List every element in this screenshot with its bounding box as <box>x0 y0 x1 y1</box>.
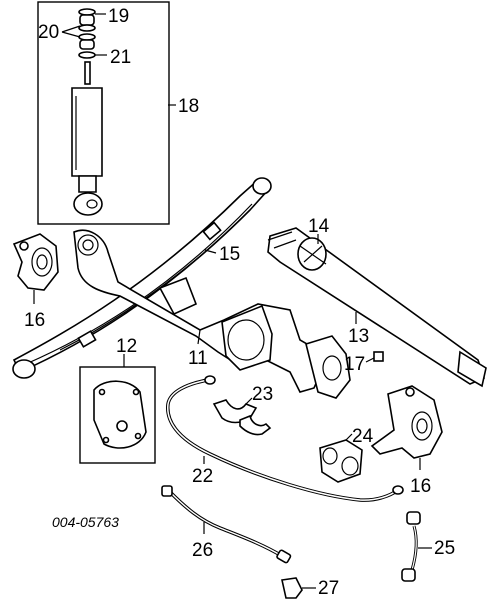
bushing-top <box>78 8 96 16</box>
diff-cover-inset <box>79 354 156 464</box>
callout-16-right: 16 <box>410 476 431 497</box>
bushing-lower <box>79 39 95 50</box>
callout-17: 17 <box>344 354 365 375</box>
inset-frame <box>37 1 170 225</box>
axle-housing <box>73 229 351 399</box>
callout-22: 22 <box>192 466 213 487</box>
washer-upper <box>78 24 96 32</box>
callout-19: 19 <box>108 6 129 27</box>
stabilizer-bracket <box>212 397 272 436</box>
stabilizer-link <box>401 511 432 582</box>
diagram-code: 004-05763 <box>52 514 119 530</box>
steering-knuckle-right <box>370 385 443 470</box>
callout-18: 18 <box>178 96 199 117</box>
callout-26: 26 <box>192 540 213 561</box>
callout-27: 27 <box>318 578 339 599</box>
washer-lower <box>78 33 96 41</box>
shock-rod-lower <box>78 175 97 193</box>
shock-stud <box>84 61 91 85</box>
spring-eye-front <box>12 359 36 379</box>
track-bar-bushing <box>319 433 363 483</box>
callout-24: 24 <box>352 426 374 447</box>
diff-cover <box>93 380 147 449</box>
callout-13: 13 <box>348 326 369 347</box>
callout-11: 11 <box>188 348 208 369</box>
shock-absorber-inset <box>37 1 176 225</box>
shock-body <box>71 87 103 177</box>
axle-shaft <box>267 227 487 388</box>
stabilizer-bar <box>166 375 404 502</box>
spring-eye-rear <box>252 177 272 195</box>
callout-12: 12 <box>116 336 137 357</box>
callout-25: 25 <box>434 538 455 559</box>
callout-21: 21 <box>110 47 131 68</box>
callout-23: 23 <box>252 384 273 405</box>
callout-16-left: 16 <box>24 310 45 331</box>
nut <box>281 577 316 599</box>
fitting <box>365 351 384 363</box>
callout-15: 15 <box>219 244 240 265</box>
leaf-spring <box>12 177 272 379</box>
callout-14: 14 <box>308 216 330 237</box>
retainer-washer <box>78 51 96 59</box>
steering-knuckle-left <box>12 233 59 304</box>
cover-inset-frame <box>79 366 156 464</box>
callout-20: 20 <box>38 22 59 43</box>
tie-rod <box>161 485 292 564</box>
shock-eye <box>73 192 103 216</box>
bushing-upper <box>79 14 95 26</box>
